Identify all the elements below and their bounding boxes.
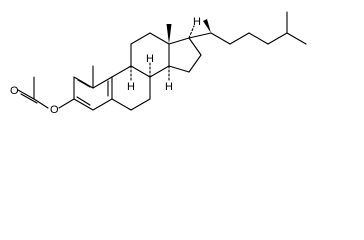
acetate-group — [17, 76, 75, 109]
h-label-c8: H — [146, 53, 154, 65]
side-chain — [188, 11, 307, 45]
hydrogen-wedges — [130, 25, 195, 81]
h-label-c14: H — [165, 81, 173, 93]
ring-d — [168, 37, 202, 73]
steroid-structure-diagram: O O H H H H — [10, 11, 307, 116]
ester-oxygen-label: O — [50, 104, 59, 116]
ring-a-aromatic — [73, 76, 113, 111]
angular-methyl-c18 — [166, 24, 172, 44]
h-label-c17: H — [193, 16, 201, 28]
carbonyl-oxygen-label: O — [10, 85, 19, 97]
h-label-c9: H — [127, 81, 135, 93]
ring-b — [111, 65, 151, 111]
ring-c — [130, 32, 170, 78]
